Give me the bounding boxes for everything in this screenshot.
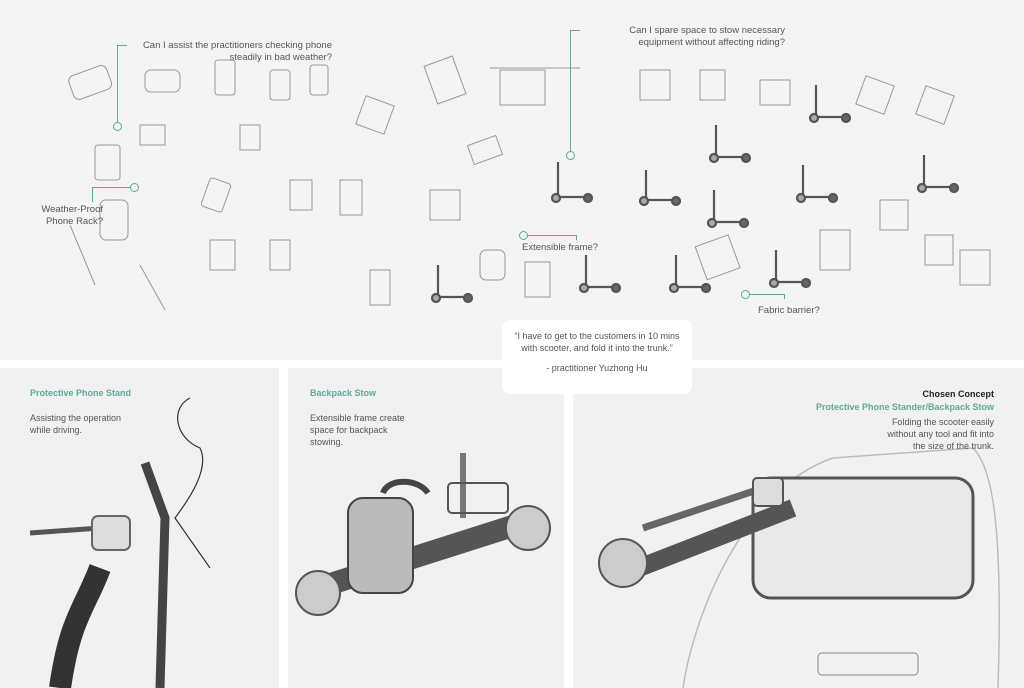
panel-title: Protective Phone Stand	[30, 388, 132, 398]
panel-protective-phone-stand: Protective Phone Stand Assisting the ope…	[0, 368, 279, 688]
question-weather-rack: Weather-Proof Phone Rack?	[41, 204, 103, 227]
leader-dot	[130, 183, 139, 192]
question-stow-space: Can I spare space to stow necessary equi…	[629, 25, 785, 48]
practitioner-quote-card: “I have to get to the customers in 10 mi…	[502, 320, 692, 394]
panel-description: Folding the scooter easily without any t…	[887, 417, 994, 451]
leader-line	[92, 187, 93, 202]
chosen-concept-label: Chosen Concept	[922, 389, 994, 399]
concept-sketches	[68, 55, 991, 311]
panel-title: Backpack Stow	[310, 388, 377, 398]
ideation-sketch-area: Can I assist the practitioners checking …	[0, 0, 1024, 360]
phone-stand-rendering	[29, 397, 211, 688]
leader-dot	[113, 122, 122, 131]
leader-line	[570, 30, 580, 155]
leader-dot	[566, 151, 575, 160]
quote-attribution: - practitioner Yuzhong Hu	[546, 363, 648, 373]
question-fabric-barrier: Fabric barrier?	[758, 305, 820, 316]
leader-dot	[741, 290, 750, 299]
panel-backpack-stow: Backpack Stow Extensible frame create sp…	[288, 368, 564, 688]
scooter-sketches	[430, 85, 960, 304]
backpack-stow-rendering	[295, 453, 551, 616]
panel-description: Assisting the operation while driving.	[30, 413, 122, 435]
leader-dot	[519, 231, 528, 240]
question-extensible-frame: Extensible frame?	[522, 242, 599, 253]
trunk-folding-rendering	[598, 447, 1001, 688]
panel-description: Extensible frame create space for backpa…	[310, 413, 405, 447]
leader-line	[527, 235, 577, 240]
leader-line	[117, 45, 127, 125]
phone-rack-sketches	[68, 55, 991, 311]
leader-line	[750, 294, 785, 299]
panel-chosen-concept: Chosen Concept Protective Phone Stander/…	[573, 368, 1024, 688]
leader-line	[92, 187, 132, 202]
quote-text: “I have to get to the customers in 10 mi…	[514, 331, 680, 353]
panel-title: Protective Phone Stander/Backpack Stow	[815, 402, 994, 412]
question-phone-weather: Can I assist the practitioners checking …	[142, 40, 332, 63]
